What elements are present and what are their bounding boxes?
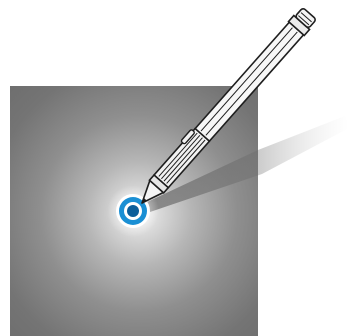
stylus-illustration: [0, 0, 349, 336]
stylus-drawing: [0, 0, 349, 336]
